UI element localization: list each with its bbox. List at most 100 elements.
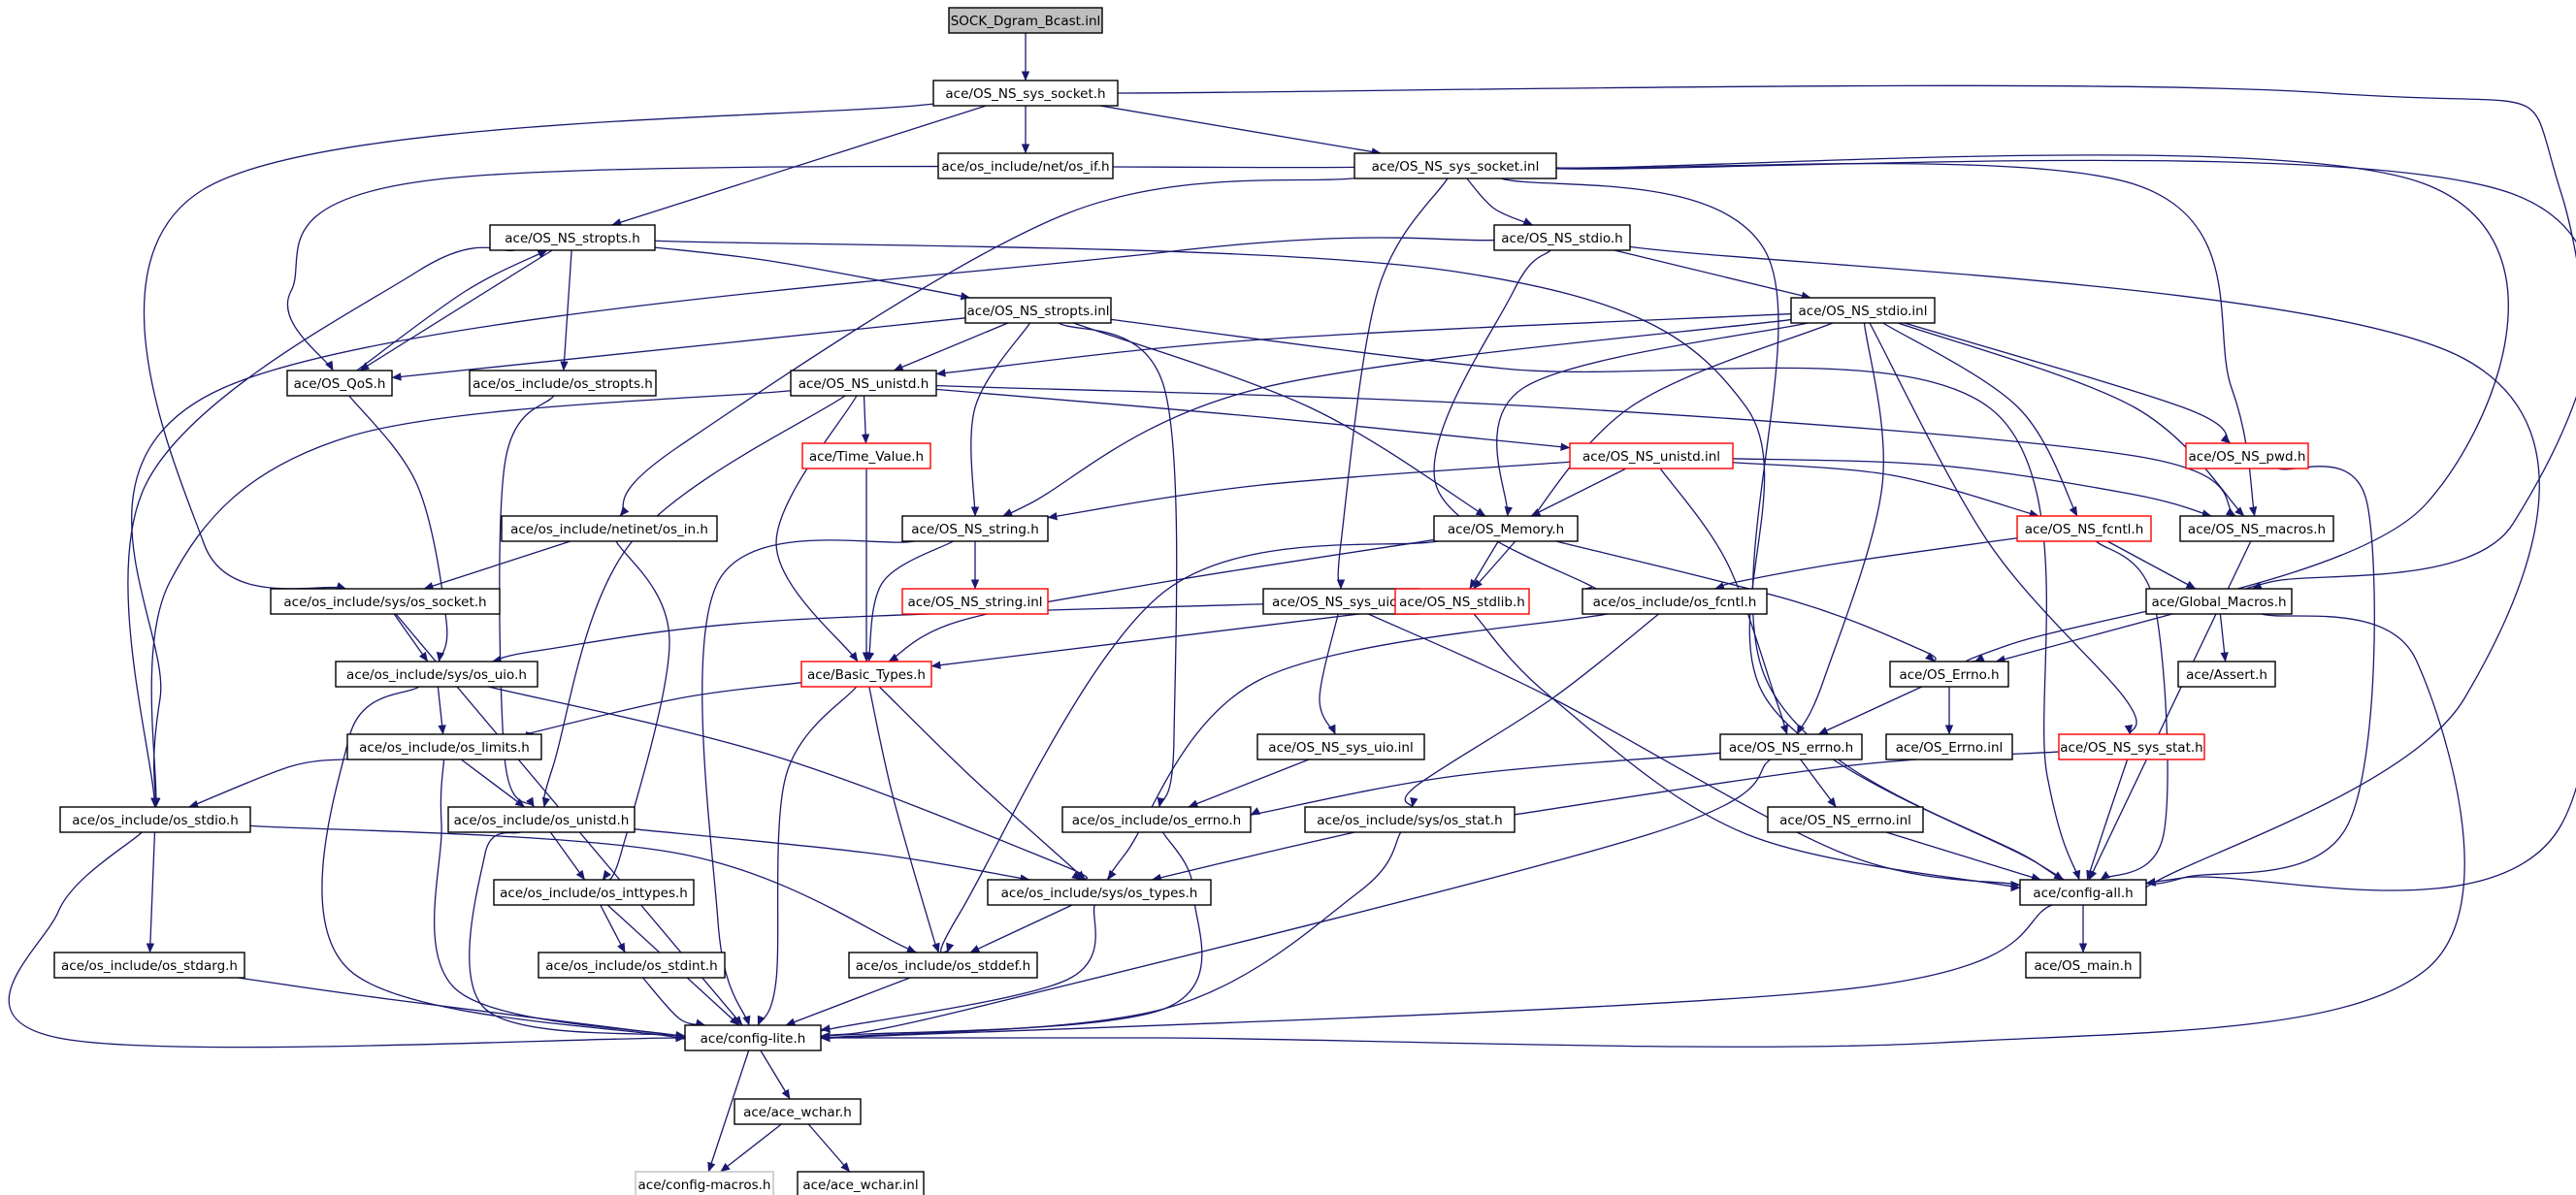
node-box: [1433, 515, 1579, 542]
graph-node-n40[interactable]: ace/os_include/sys/os_types.h: [987, 879, 1212, 906]
graph-node-n14[interactable]: ace/os_include/netinet/os_in.h: [501, 515, 718, 542]
node-box: [1256, 733, 1425, 760]
graph-node-n44[interactable]: ace/os_include/os_stddef.h: [848, 952, 1038, 979]
graph-node-n06[interactable]: ace/OS_NS_stropts.inl: [964, 297, 1112, 324]
graph-node-n11[interactable]: ace/Time_Value.h: [801, 442, 931, 469]
graph-node-n22[interactable]: ace/OS_NS_stdlib.h: [1394, 588, 1530, 615]
graph-node-n20[interactable]: ace/OS_NS_string.inl: [901, 588, 1049, 615]
include-edge-n35-to-n46: [469, 831, 697, 1040]
graph-node-n28[interactable]: ace/Assert.h: [2177, 661, 2276, 688]
node-box: [286, 370, 393, 397]
include-edge-n16-to-n27: [1555, 540, 1937, 662]
node-box: [901, 588, 1049, 615]
node-box: [901, 515, 1049, 542]
graph-node-n00[interactable]: SOCK_Dgram_Bcast.inl: [948, 7, 1103, 34]
graph-node-n41[interactable]: ace/config-all.h: [2019, 879, 2147, 906]
graph-node-n24[interactable]: ace/Global_Macros.h: [2145, 588, 2293, 615]
node-label: ace/OS_NS_stdio.inl: [1799, 304, 1928, 319]
node-label: ace/OS_NS_stdlib.h: [1399, 595, 1525, 610]
include-edge-n03-to-n27: [1555, 154, 2509, 663]
graph-node-n35[interactable]: ace/os_include/os_unistd.h: [447, 806, 636, 833]
node-box: [2058, 733, 2205, 760]
graph-node-n12[interactable]: ace/OS_NS_unistd.inl: [1569, 442, 1734, 469]
graph-node-n19[interactable]: ace/os_include/sys/os_socket.h: [270, 588, 501, 615]
graph-node-n49[interactable]: ace/ace_wchar.inl: [797, 1171, 925, 1195]
graph-node-n36[interactable]: ace/os_include/os_errno.h: [1061, 806, 1252, 833]
graph-node-n27[interactable]: ace/OS_Errno.h: [1889, 661, 2009, 688]
node-box: [2179, 515, 2334, 542]
graph-node-n46[interactable]: ace/config-lite.h: [684, 1024, 822, 1051]
node-label: ace/os_include/sys/os_stat.h: [1317, 813, 1502, 828]
node-label: ace/os_include/os_stddef.h: [856, 958, 1030, 974]
node-box: [797, 1171, 925, 1195]
graph-node-n48[interactable]: ace/config-macros.h: [635, 1171, 774, 1195]
node-label: ace/OS_NS_sys_uio.inl: [1268, 740, 1413, 756]
include-edge-n05-to-n07: [1614, 249, 1811, 300]
include-edge-n04-to-n34: [127, 246, 515, 808]
graph-node-n33[interactable]: ace/OS_NS_sys_stat.h: [2058, 733, 2205, 760]
node-box: [800, 661, 932, 688]
graph-node-n26[interactable]: ace/Basic_Types.h: [800, 661, 932, 688]
node-box: [1719, 733, 1863, 760]
node-label: ace/OS_NS_stdio.h: [1501, 231, 1622, 246]
nodes-layer: SOCK_Dgram_Bcast.inl ace/OS_NS_sys_socket…: [53, 7, 2334, 1195]
node-label: ace/os_include/os_fcntl.h: [1593, 595, 1757, 610]
node-box: [1767, 806, 1924, 833]
graph-node-n30[interactable]: ace/OS_NS_sys_uio.inl: [1256, 733, 1425, 760]
node-label: ace/ace_wchar.h: [743, 1105, 852, 1120]
graph-node-n47[interactable]: ace/ace_wchar.h: [734, 1098, 862, 1125]
node-box: [270, 588, 501, 615]
graph-node-n13[interactable]: ace/OS_NS_pwd.h: [2185, 442, 2309, 469]
node-box: [1353, 152, 1557, 179]
graph-node-n31[interactable]: ace/OS_NS_errno.h: [1719, 733, 1863, 760]
node-box: [489, 224, 656, 251]
node-label: ace/OS_NS_sys_socket.h: [945, 86, 1105, 102]
graph-node-n21[interactable]: ace/OS_NS_sys_uio.h: [1262, 588, 1419, 615]
graph-node-n18[interactable]: ace/OS_NS_macros.h: [2179, 515, 2334, 542]
node-label: ace/OS_NS_sys_socket.inl: [1372, 159, 1540, 175]
graph-node-n34[interactable]: ace/os_include/os_stdio.h: [59, 806, 251, 833]
graph-node-n38[interactable]: ace/OS_NS_errno.inl: [1767, 806, 1924, 833]
graph-node-n07[interactable]: ace/OS_NS_stdio.inl: [1790, 297, 1936, 324]
graph-node-n03[interactable]: ace/OS_NS_sys_socket.inl: [1353, 152, 1557, 179]
graph-node-n29[interactable]: ace/os_include/os_limits.h: [346, 733, 542, 760]
graph-node-n09[interactable]: ace/os_include/os_stropts.h: [469, 370, 657, 397]
graph-node-n02[interactable]: ace/os_include/net/os_if.h: [937, 152, 1114, 179]
node-box: [1581, 588, 1768, 615]
graph-node-n42[interactable]: ace/os_include/os_stdarg.h: [53, 952, 245, 979]
node-box: [447, 806, 636, 833]
graph-node-n15[interactable]: ace/OS_NS_string.h: [901, 515, 1049, 542]
node-label: ace/Assert.h: [2186, 667, 2267, 683]
graph-node-n43[interactable]: ace/os_include/os_stdint.h: [538, 952, 726, 979]
graph-node-n04[interactable]: ace/OS_NS_stropts.h: [489, 224, 656, 251]
include-edge-n19-to-n25: [393, 613, 429, 662]
graph-node-n10[interactable]: ace/OS_NS_unistd.h: [790, 370, 937, 397]
include-edge-n07-to-n13: [1904, 322, 2232, 444]
graph-node-n25[interactable]: ace/os_include/sys/os_uio.h: [335, 661, 538, 688]
node-label: ace/os_include/os_unistd.h: [454, 813, 630, 828]
node-label: ace/ace_wchar.inl: [802, 1178, 918, 1193]
include-edge-n10-to-n26: [775, 395, 859, 662]
graph-node-n16[interactable]: ace/OS_Memory.h: [1433, 515, 1579, 542]
include-edge-n47-to-n48: [720, 1123, 782, 1173]
graph-node-n37[interactable]: ace/os_include/sys/os_stat.h: [1304, 806, 1516, 833]
include-edge-n03-to-n41: [1500, 178, 2069, 885]
include-edge-n03-to-n08: [287, 165, 1355, 371]
node-label: ace/os_include/os_errno.h: [1072, 813, 1241, 828]
node-box: [1493, 224, 1631, 251]
graph-node-n05[interactable]: ace/OS_NS_stdio.h: [1493, 224, 1631, 251]
include-edge-n08-to-n04: [356, 249, 548, 371]
node-box: [1304, 806, 1516, 833]
graph-node-n32[interactable]: ace/OS_Errno.inl: [1885, 733, 2013, 760]
graph-node-n23[interactable]: ace/os_include/os_fcntl.h: [1581, 588, 1768, 615]
include-edge-n24-to-n46: [820, 613, 2465, 1048]
node-box: [932, 80, 1119, 107]
graph-node-n08[interactable]: ace/OS_QoS.h: [286, 370, 393, 397]
include-edge-n46-to-n47: [760, 1050, 791, 1100]
graph-node-n17[interactable]: ace/OS_NS_fcntl.h: [2016, 515, 2152, 542]
include-edge-n22-to-n26: [930, 608, 1396, 669]
graph-node-n01[interactable]: ace/OS_NS_sys_socket.h: [932, 80, 1119, 107]
graph-node-n45[interactable]: ace/OS_main.h: [2025, 952, 2141, 979]
graph-node-n39[interactable]: ace/os_include/os_inttypes.h: [493, 879, 695, 906]
include-edge-n24-to-n28: [2219, 613, 2229, 662]
